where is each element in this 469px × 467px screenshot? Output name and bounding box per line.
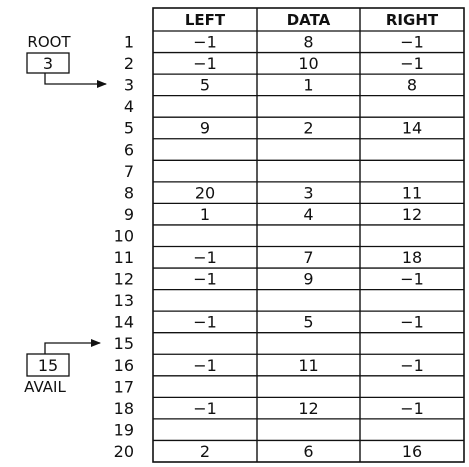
table-grid <box>152 7 465 463</box>
left-cell: −1 <box>193 248 217 267</box>
row-index: 8 <box>124 183 134 202</box>
right-cell: −1 <box>400 356 424 375</box>
data-cell: 5 <box>303 313 313 332</box>
data-cell: 9 <box>303 270 313 289</box>
row-index: 10 <box>114 226 134 245</box>
left-cell: 2 <box>200 442 210 461</box>
avail-value: 15 <box>38 356 58 375</box>
table-header-row: LEFT DATA RIGHT <box>185 11 439 29</box>
table-row: 1 4 12 <box>200 205 422 224</box>
right-cell: 11 <box>402 183 422 202</box>
table-row: −1 12 −1 <box>193 399 424 418</box>
left-cell: −1 <box>193 356 217 375</box>
row-index: 6 <box>124 140 134 159</box>
left-header: LEFT <box>185 11 226 29</box>
data-cell: 3 <box>303 183 313 202</box>
row-index: 1 <box>124 33 134 52</box>
row-index: 18 <box>114 399 134 418</box>
avail-label: AVAIL <box>24 378 66 396</box>
row-index: 4 <box>124 97 134 116</box>
right-cell: 8 <box>407 76 417 95</box>
row-index: 16 <box>114 356 134 375</box>
row-index: 5 <box>124 119 134 138</box>
data-cell: 11 <box>298 356 318 375</box>
table-row: 9 2 14 <box>200 119 422 138</box>
table-row: 5 1 8 <box>200 76 417 95</box>
left-cell: 20 <box>195 183 215 202</box>
right-cell: −1 <box>400 313 424 332</box>
data-cell: 10 <box>298 54 318 73</box>
left-cell: 9 <box>200 119 210 138</box>
right-cell: −1 <box>400 399 424 418</box>
data-cell: 7 <box>303 248 313 267</box>
data-cell: 12 <box>298 399 318 418</box>
table-row: 20 3 11 <box>195 183 422 202</box>
root-value: 3 <box>43 54 53 73</box>
row-index: 3 <box>124 76 134 95</box>
avail-box <box>26 353 70 377</box>
right-cell: −1 <box>400 33 424 52</box>
data-cell: 2 <box>303 119 313 138</box>
root-box <box>26 52 70 74</box>
right-cell: 18 <box>402 248 422 267</box>
table-border <box>152 7 465 463</box>
data-cell: 6 <box>303 442 313 461</box>
left-cell: −1 <box>193 313 217 332</box>
row-index: 13 <box>114 291 134 310</box>
left-cell: −1 <box>193 33 217 52</box>
row-index: 11 <box>114 248 134 267</box>
row-index: 2 <box>124 54 134 73</box>
avail-arrow <box>44 339 101 354</box>
right-header: RIGHT <box>386 11 439 29</box>
table-row: −1 10 −1 <box>193 54 424 73</box>
right-cell: 16 <box>402 442 422 461</box>
row-index: 9 <box>124 205 134 224</box>
table-row: −1 9 −1 <box>193 270 424 289</box>
root-label: ROOT <box>27 33 71 51</box>
row-index: 12 <box>114 270 134 289</box>
root-pointer: ROOT 3 <box>26 33 107 88</box>
left-cell: −1 <box>193 270 217 289</box>
data-cell: 8 <box>303 33 313 52</box>
table-row: −1 11 −1 <box>193 356 424 375</box>
table-row: −1 5 −1 <box>193 313 424 332</box>
data-cell: 4 <box>303 205 313 224</box>
data-cell: 1 <box>303 76 313 95</box>
left-cell: −1 <box>193 54 217 73</box>
root-arrow <box>44 73 107 88</box>
left-cell: 5 <box>200 76 210 95</box>
row-index: 7 <box>124 162 134 181</box>
right-cell: 14 <box>402 119 422 138</box>
row-index: 14 <box>114 313 134 332</box>
table-row: −1 8 −1 <box>193 33 424 52</box>
table-row: 2 6 16 <box>200 442 422 461</box>
right-cell: 12 <box>402 205 422 224</box>
right-cell: −1 <box>400 270 424 289</box>
left-cell: −1 <box>193 399 217 418</box>
right-cell: −1 <box>400 54 424 73</box>
avail-pointer: 15 AVAIL <box>24 339 101 396</box>
left-cell: 1 <box>200 205 210 224</box>
data-header: DATA <box>287 11 331 29</box>
table-row: −1 7 18 <box>193 248 422 267</box>
row-index: 20 <box>114 442 134 461</box>
row-index: 15 <box>114 334 134 353</box>
row-index: 19 <box>114 420 134 439</box>
row-index: 17 <box>114 377 134 396</box>
